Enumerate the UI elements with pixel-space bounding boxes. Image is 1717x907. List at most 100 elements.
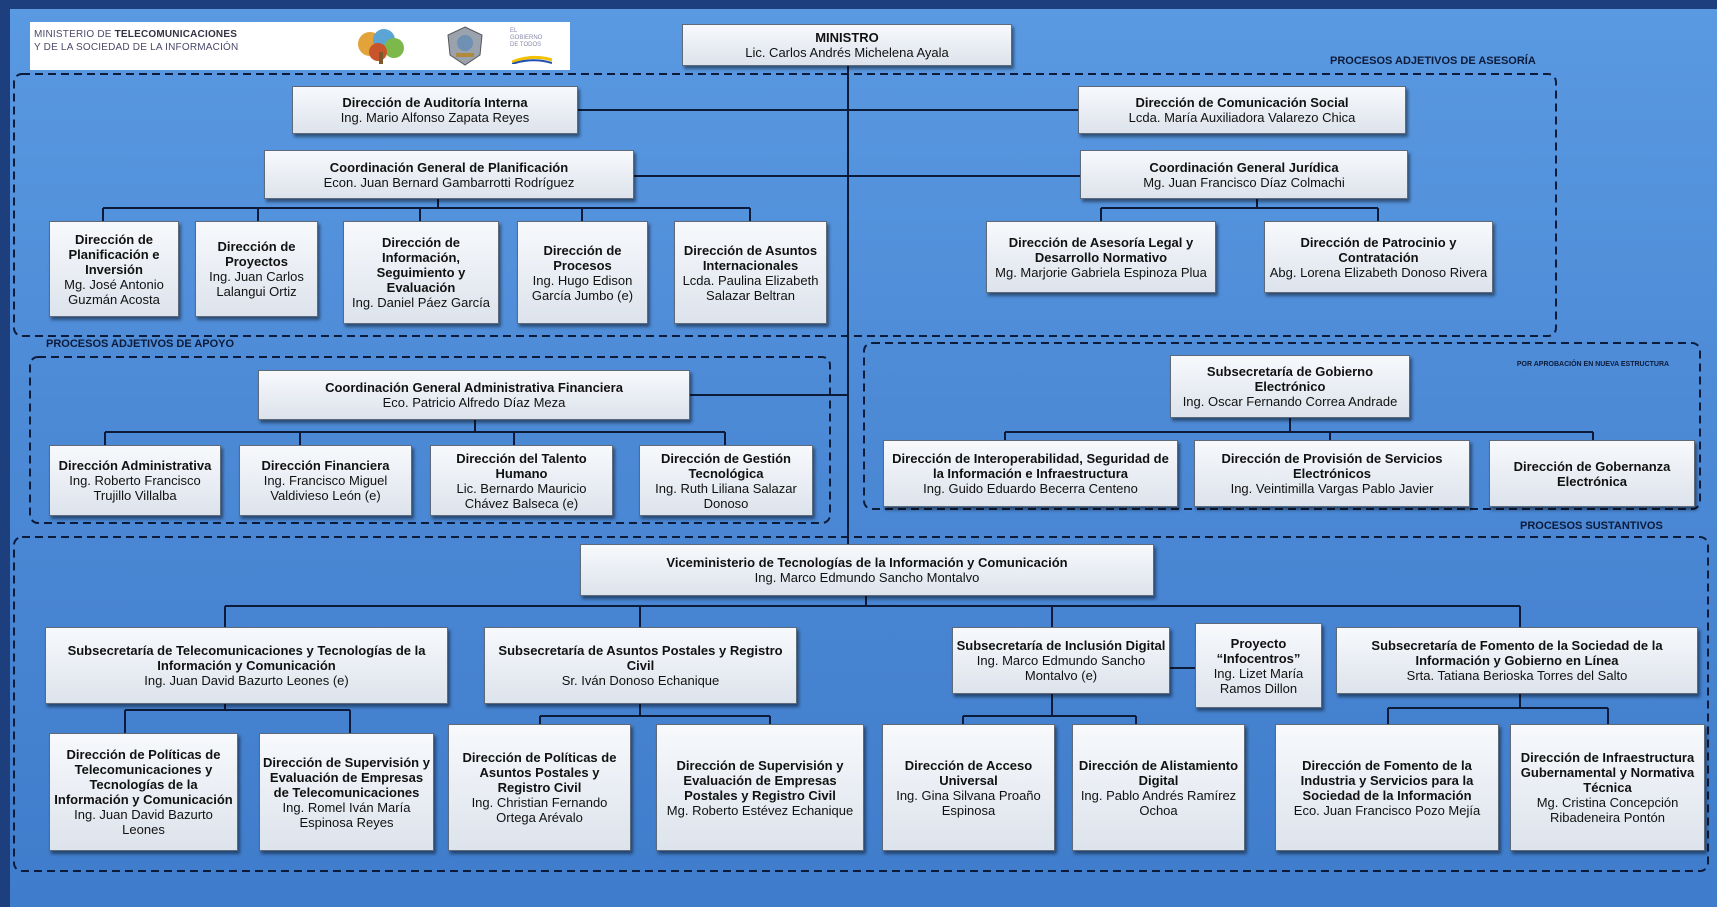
left-border xyxy=(0,0,10,907)
box-person: Ing. Roberto Francisco Trujillo Villalba xyxy=(69,473,201,503)
box-title: Dirección de Políticas de Asuntos Postal… xyxy=(462,750,617,795)
box-title: Dirección de Alistamiento Digital xyxy=(1078,757,1239,788)
box-sub-postales: Subsecretaría de Asuntos Postales y Regi… xyxy=(484,627,797,704)
box-planificacion: Coordinación General de Planificación Ec… xyxy=(264,150,634,199)
box-title: Dirección de Planificación e Inversión xyxy=(68,231,160,277)
label-apoyo: PROCESOS ADJETIVOS DE APOYO xyxy=(46,338,235,350)
box-dir-administrativa: Dirección Administrativa Ing. Roberto Fr… xyxy=(49,445,221,516)
box-title: Coordinación General de Planificación xyxy=(329,159,569,175)
box-title: Dirección de Procesos xyxy=(543,242,622,273)
section-frames xyxy=(13,73,1709,872)
box-person: Ing. Daniel Páez García xyxy=(351,295,491,310)
box-person: Lcda. María Auxiliadora Valarezo Chica xyxy=(1128,110,1356,125)
box-title: Dirección de Proyectos xyxy=(217,239,296,269)
box-title: Dirección del Talento Humano xyxy=(456,450,587,481)
box-person: Mg. Cristina Concepción Ribadeneira Pont… xyxy=(1536,795,1679,825)
box-person: Eco. Juan Francisco Pozo Mejía xyxy=(1293,802,1481,818)
box-dir-asesoria-legal: Dirección de Asesoría Legal y Desarrollo… xyxy=(986,221,1216,293)
box-person: Ing. Veintimilla Vargas Pablo Javier xyxy=(1230,481,1434,496)
ministry-name-bold: TELECOMUNICACIONES xyxy=(114,29,238,40)
box-person: Lic. Carlos Andrés Michelena Ayala xyxy=(745,45,949,60)
box-title: Dirección de Gestión Tecnológica xyxy=(660,450,792,481)
box-person: Ing. Marco Edmundo Sancho Montalvo xyxy=(754,570,980,585)
box-auditoria: Dirección de Auditoría Interna Ing. Mari… xyxy=(292,86,578,134)
box-dir-politicas-postales: Dirección de Políticas de Asuntos Postal… xyxy=(448,724,631,851)
box-dir-acceso-universal: Dirección de Acceso Universal Ing. Gina … xyxy=(882,724,1055,851)
box-dir-financiera: Dirección Financiera Ing. Francisco Migu… xyxy=(239,445,412,516)
box-dir-gestion-tecnologica: Dirección de Gestión Tecnológica Ing. Ru… xyxy=(639,445,813,516)
box-person: Ing. Mario Alfonso Zapata Reyes xyxy=(340,110,530,125)
box-dir-talento-humano: Dirección del Talento Humano Lic. Bernar… xyxy=(430,445,613,516)
box-dir-politicas-telecom: Dirección de Políticas de Telecomunicaci… xyxy=(49,733,238,851)
box-person: Abg. Lorena Elizabeth Donoso Rivera xyxy=(1269,264,1488,280)
box-person: Ing. Juan David Bazurto Leones xyxy=(74,807,213,837)
frame-apoyo xyxy=(29,356,831,524)
box-person: Ing. Romel Iván María Espinosa Reyes xyxy=(282,799,411,830)
box-dir-supervision-postales: Dirección de Supervisión y Evaluación de… xyxy=(656,724,864,851)
box-person: Ing. Oscar Fernando Correa Andrade xyxy=(1182,394,1398,409)
box-sub-inclusion-digital: Subsecretaría de Inclusión Digital Ing. … xyxy=(952,627,1170,694)
gobierno-line3: DE TODOS xyxy=(510,42,542,48)
coat-of-arms-icon xyxy=(447,26,483,66)
box-person: Ing. Lizet María Ramos Dillon xyxy=(1213,665,1304,696)
box-title: Dirección de Acceso Universal xyxy=(904,757,1033,788)
box-person: Ing. Guido Eduardo Becerra Centeno xyxy=(923,481,1138,496)
box-dir-asuntos-internacionales: Dirección de Asuntos Internacionales Lcd… xyxy=(674,221,827,324)
box-person: Srta. Tatiana Berioska Torres del Salto xyxy=(1406,668,1628,683)
org-connectors xyxy=(102,66,1609,733)
box-title: MINISTRO xyxy=(815,30,879,45)
box-title: Dirección de Gobernanza Electrónica xyxy=(1513,458,1671,489)
box-person: Eco. Patricio Alfredo Díaz Meza xyxy=(382,395,566,410)
top-border xyxy=(0,0,1717,9)
box-title: Dirección de Auditoría Interna xyxy=(342,95,528,110)
box-person: Sr. Iván Donoso Echanique xyxy=(561,673,720,688)
box-title: Dirección de Patrocinio y Contratación xyxy=(1300,234,1457,265)
box-person: Ing. Juan Carlos Lalangui Ortiz xyxy=(209,269,304,299)
ministry-name-line2: Y DE LA SOCIEDAD DE LA INFORMACIÓN xyxy=(34,42,239,53)
box-dir-proyectos: Dirección de Proyectos Ing. Juan Carlos … xyxy=(195,221,318,317)
box-person: Econ. Juan Bernard Gambarrotti Rodríguez xyxy=(323,174,575,190)
box-person: Ing. Christian Fernando Ortega Arévalo xyxy=(471,795,608,825)
box-title: Dirección de Interoperabilidad, Segurida… xyxy=(892,451,1169,481)
box-title: Dirección de Provisión de Servicios Elec… xyxy=(1221,451,1443,481)
box-comunicacion: Dirección de Comunicación Social Lcda. M… xyxy=(1078,86,1406,134)
box-dir-interoperabilidad: Dirección de Interoperabilidad, Segurida… xyxy=(883,440,1178,507)
box-dir-supervision-telecom: Dirección de Supervisión y Evaluación de… xyxy=(259,733,434,851)
box-viceministerio: Viceministerio de Tecnologías de la Info… xyxy=(580,544,1154,596)
ministry-logo: MINISTERIO DE TELECOMUNICACIONES Y DE LA… xyxy=(30,22,570,70)
box-person: Ing. Juan David Bazurto Leones (e) xyxy=(144,673,349,688)
ministry-name: MINISTERIO DE TELECOMUNICACIONES Y DE LA… xyxy=(34,28,238,54)
box-person: Ing. Francisco Miguel Valdivieso León (e… xyxy=(263,473,388,503)
box-title: Coordinación General Jurídica xyxy=(1149,159,1339,175)
box-person: Ing. Marco Edmundo Sancho Montalvo (e) xyxy=(976,653,1146,683)
box-title: Coordinación General Administrativa Fina… xyxy=(325,380,623,395)
label-asesoria: PROCESOS ADJETIVOS DE ASESORÍA xyxy=(1330,55,1536,67)
box-title: Subsecretaría de Telecomunicaciones y Te… xyxy=(67,643,426,673)
box-person: Mg. Juan Francisco Díaz Colmachi xyxy=(1143,174,1345,190)
box-ministro: MINISTRO Lic. Carlos Andrés Michelena Ay… xyxy=(682,24,1012,66)
ministry-name-prefix: MINISTERIO DE xyxy=(34,29,115,40)
box-title: Dirección de Infraestructura Gubernament… xyxy=(1520,750,1695,795)
box-person: Ing. Pablo Andrés Ramírez Ochoa xyxy=(1080,787,1237,818)
box-sub-telecomunicaciones: Subsecretaría de Telecomunicaciones y Te… xyxy=(45,627,448,704)
gobierno-line1: EL xyxy=(510,28,518,34)
box-dir-alistamiento-digital: Dirección de Alistamiento Digital Ing. P… xyxy=(1072,724,1245,851)
box-title: Dirección de Información, Seguimiento y … xyxy=(376,235,466,295)
box-sub-gobierno-electronico: Subsecretaría de Gobierno Electrónico In… xyxy=(1170,355,1410,418)
box-person: Mg. Marjorie Gabriela Espinoza Plua xyxy=(995,264,1207,280)
box-person: Mg. José Antonio Guzmán Acosta xyxy=(64,276,164,307)
frame-aprobacion xyxy=(863,342,1701,510)
tree-emblem-icon xyxy=(358,29,404,64)
box-title: Subsecretaría de Fomento de la Sociedad … xyxy=(1371,638,1663,668)
box-person: Ing. Ruth Liliana Salazar Donoso xyxy=(655,480,797,511)
box-dir-fomento-industria: Dirección de Fomento de la Industria y S… xyxy=(1275,724,1499,851)
box-title: Dirección de Asesoría Legal y Desarrollo… xyxy=(1008,234,1194,265)
box-dir-infraestructura-gubernamental: Dirección de Infraestructura Gubernament… xyxy=(1510,724,1705,851)
box-dir-patrocinio: Dirección de Patrocinio y Contratación A… xyxy=(1264,221,1493,293)
box-person: Ing. Hugo Edison García Jumbo (e) xyxy=(531,272,634,303)
box-title: Dirección de Supervisión y Evaluación de… xyxy=(676,757,844,803)
box-dir-informacion: Dirección de Información, Seguimiento y … xyxy=(343,221,499,324)
box-admin-financiera: Coordinación General Administrativa Fina… xyxy=(258,370,690,420)
